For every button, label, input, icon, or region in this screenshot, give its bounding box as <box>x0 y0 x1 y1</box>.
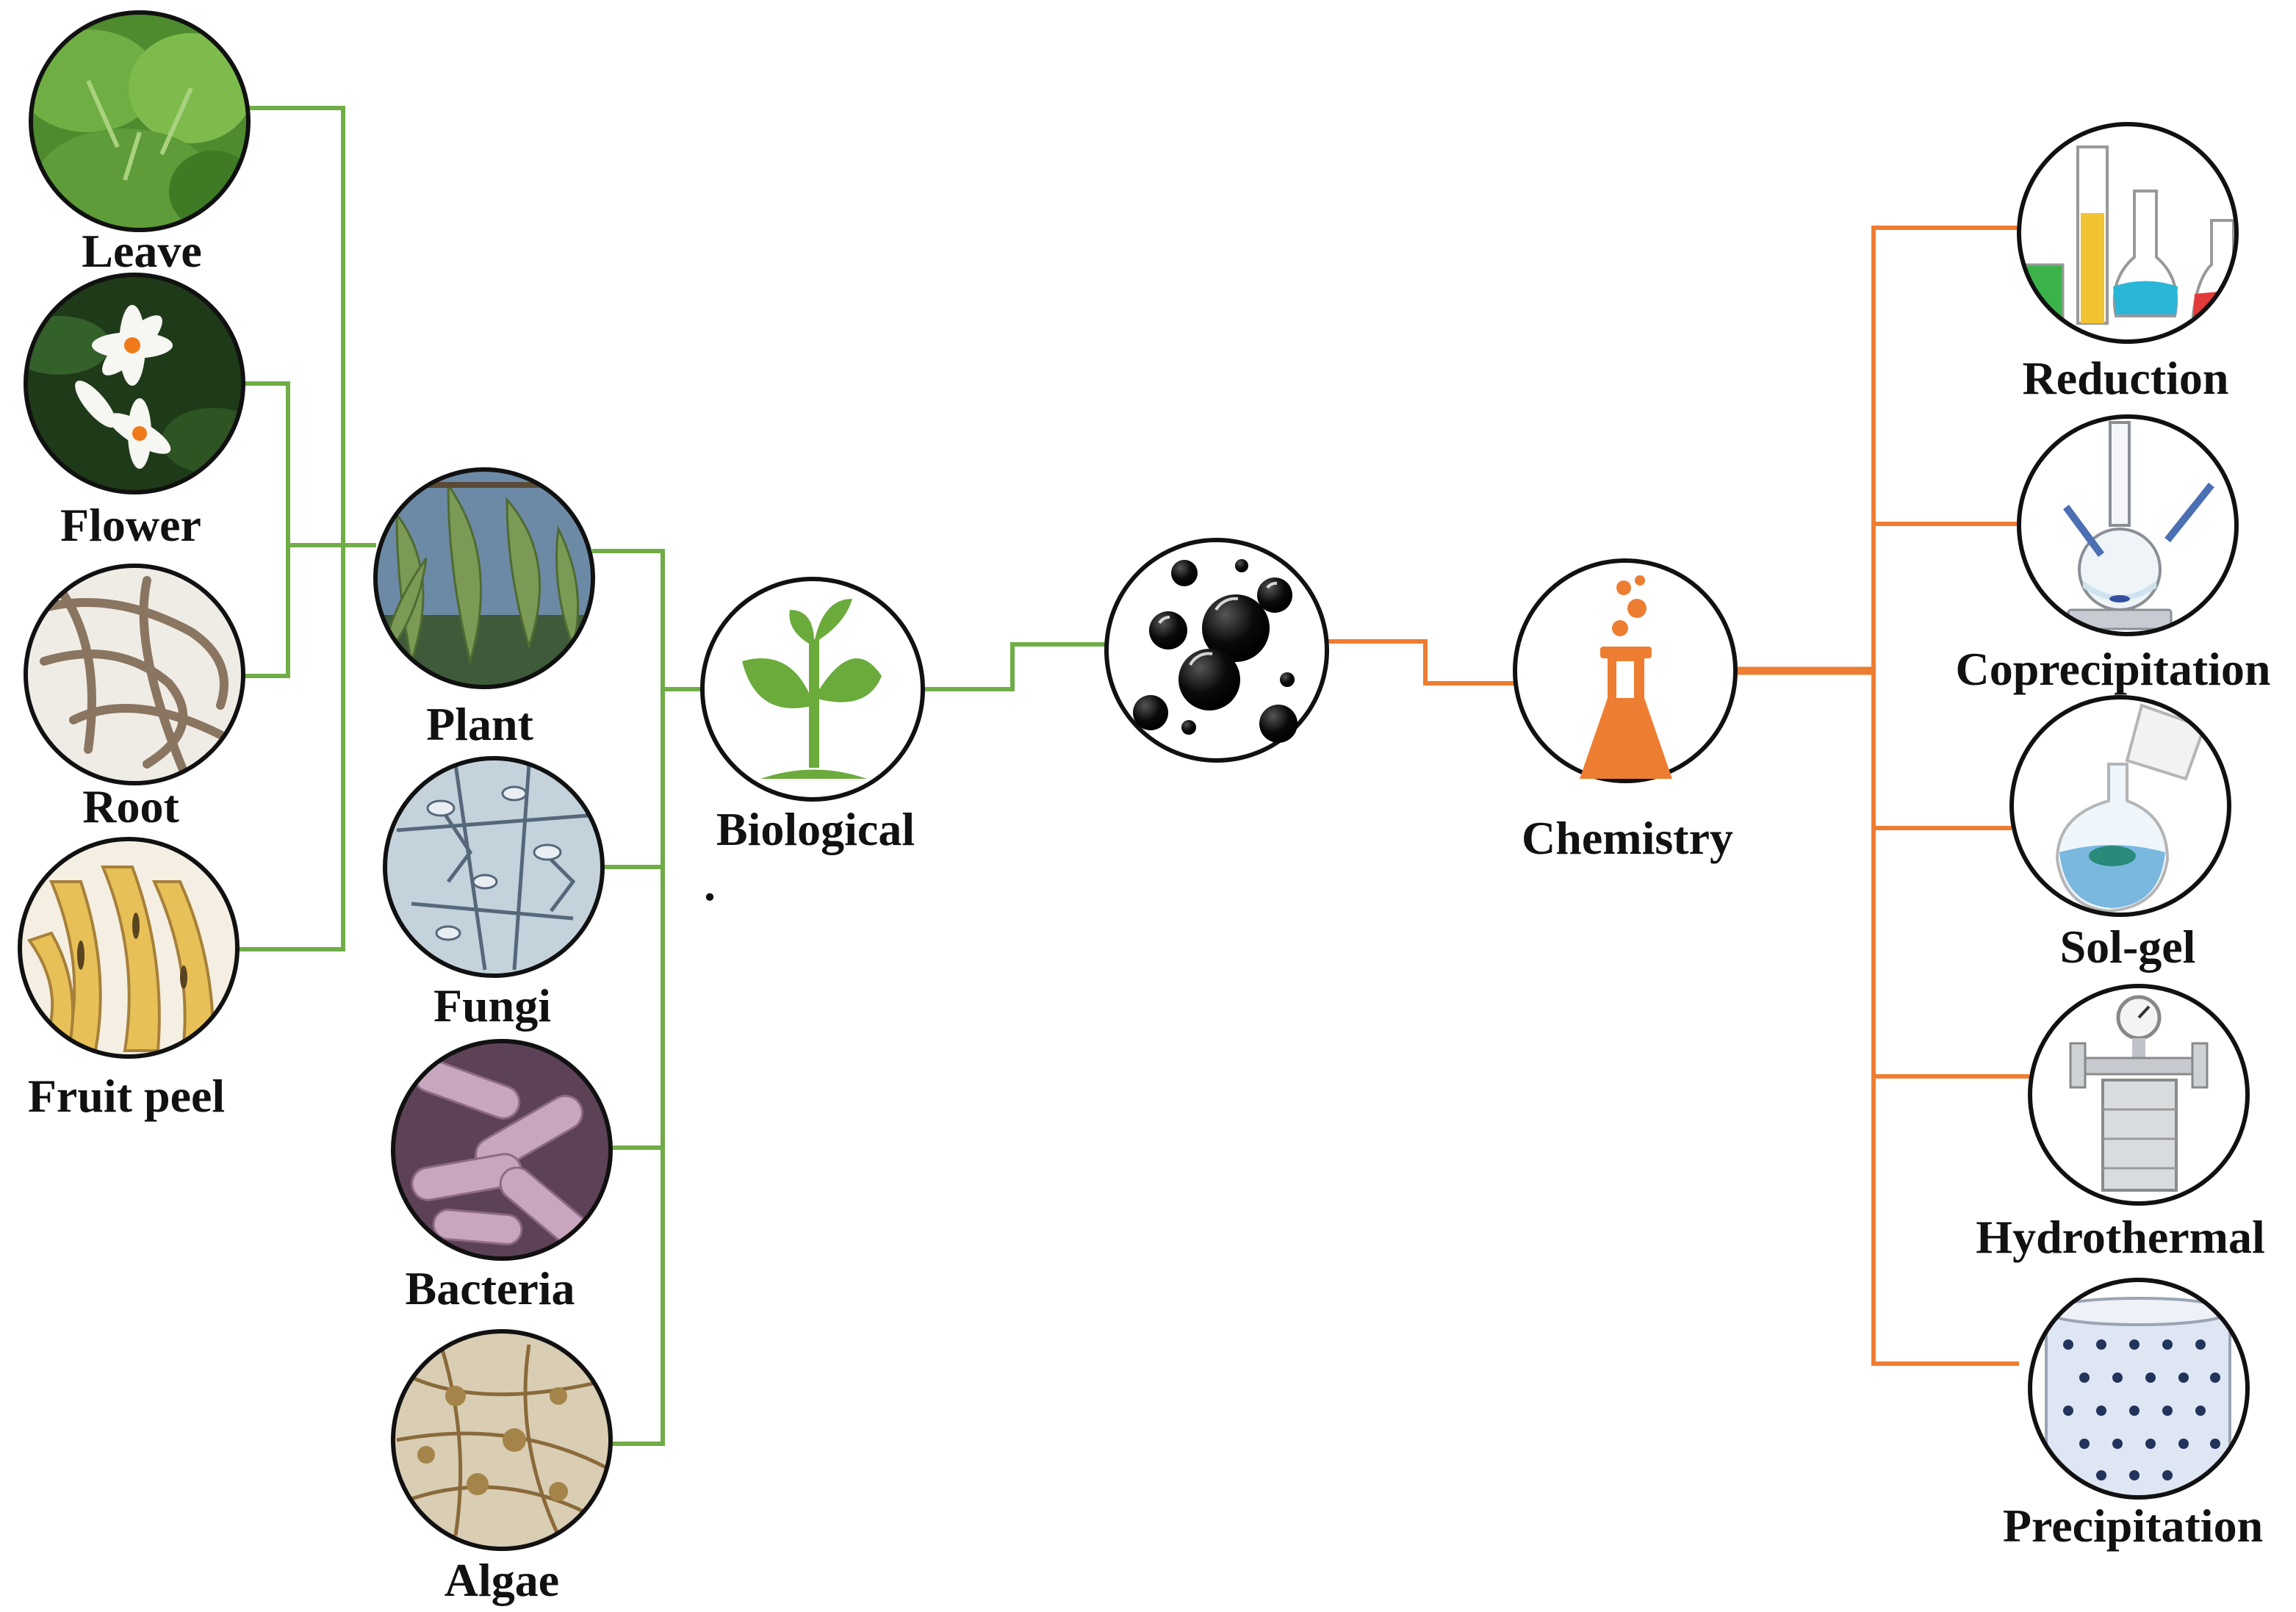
flower-label: Flower <box>60 499 201 551</box>
reduction-label: Reduction <box>2023 352 2229 404</box>
autoclave-icon <box>2030 986 2248 1203</box>
fungi-photo-icon <box>385 758 602 976</box>
flask-icon <box>1580 575 1672 779</box>
chemistry-label: Chemistry <box>1522 812 1733 864</box>
fruit-peel-node: Fruit peel <box>18 837 240 1122</box>
beaker-particles-icon <box>2030 1280 2248 1497</box>
leave-label: Leave <box>82 225 202 277</box>
fungi-node: Fungi <box>383 756 605 1032</box>
bacteria-label: Bacteria <box>406 1262 575 1314</box>
algae-label: Algae <box>445 1554 559 1606</box>
root-label: Root <box>82 780 179 832</box>
biological-label: Biological <box>716 803 915 855</box>
biological-note: . <box>704 858 716 910</box>
flower-photo-icon <box>26 275 243 492</box>
fungi-label: Fungi <box>433 979 551 1032</box>
flower-node: Flower <box>24 273 245 551</box>
precipitation-node: Precipitation <box>2003 1278 2263 1552</box>
leave-node: Leave <box>29 10 251 277</box>
bacteria-photo-icon <box>393 1041 611 1259</box>
plant-node: Plant <box>373 467 595 750</box>
plant-photo-icon <box>375 469 593 687</box>
chemistry-connectors <box>1327 226 2029 1366</box>
fruit-peel-label: Fruit peel <box>28 1070 225 1122</box>
hydrothermal-label: Hydrothermal <box>1976 1211 2264 1263</box>
sprout-icon <box>742 599 882 779</box>
nanoparticles-icon <box>1133 559 1298 743</box>
root-photo-icon <box>26 566 243 783</box>
biological-connectors <box>237 106 1106 1446</box>
fruit-peel-photo-icon <box>20 839 237 1057</box>
coprecipitation-label: Coprecipitation <box>1955 643 2270 695</box>
hydrothermal-node: Hydrothermal <box>1976 984 2265 1263</box>
sol-gel-node: Sol-gel <box>2009 695 2231 973</box>
nanoparticles-node <box>1104 538 1329 763</box>
algae-node: Algae <box>391 1329 613 1606</box>
chemistry-hub: Chemistry <box>1513 558 1738 864</box>
sol-gel-label: Sol-gel <box>2060 921 2196 973</box>
root-node: Root <box>24 564 245 832</box>
coprecipitation-node: Coprecipitation <box>1955 414 2271 695</box>
leaf-photo-icon <box>31 12 248 230</box>
glassware-icon <box>2019 124 2236 342</box>
reduction-node: Reduction <box>2017 122 2239 404</box>
precipitation-label: Precipitation <box>2003 1500 2263 1552</box>
algae-photo-icon <box>393 1331 611 1549</box>
biological-hub: Biological . <box>700 577 925 910</box>
round-flask-pour-icon <box>2012 697 2229 915</box>
bacteria-node: Bacteria <box>391 1039 613 1314</box>
plant-label: Plant <box>426 698 533 750</box>
